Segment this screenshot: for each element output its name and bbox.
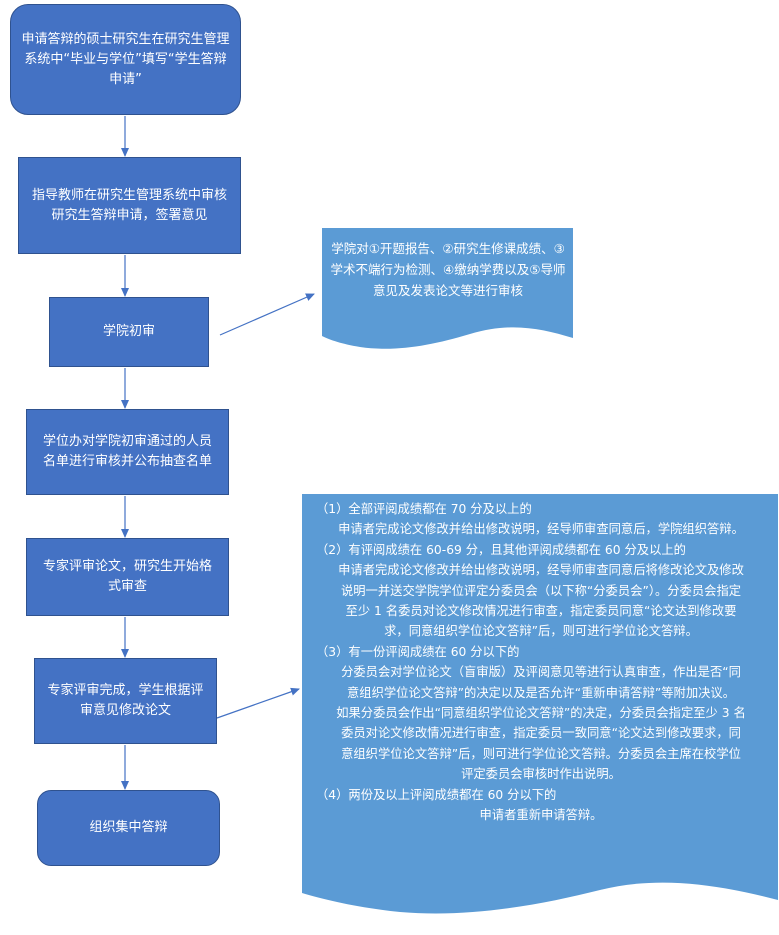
arrow-college-to-note [219,293,315,336]
degree-office-label: 学位办对学院初审通过的人员名单进行审核并公布抽查名单 [42,434,212,469]
college-review-node: 学院初审 [49,297,209,367]
rule-1-text: 申请者完成论文修改并给出修改说明，经导师审查同意后，学院组织答辩。 [338,522,744,537]
expert-review-label: 专家评审论文，研究生开始格式审查 [42,559,212,594]
arrow-revise-to-rules [216,687,300,719]
rule-2-heading: （2）有评阅成绩在 60-69 分，且其他评阅成绩都在 60 分及以上的 [316,542,686,557]
rule-3-text-5: 意组织学位论文答辩”后，则可进行学位论文答辩。分委员会主席在校学位 [341,746,741,761]
degree-office-node: 学位办对学院初审通过的人员名单进行审核并公布抽查名单 [26,409,229,495]
rule-3-text-3: 如果分委员会作出“同意组织学位论文答辩”的决定，分委员会指定至少 3 名 [336,706,746,721]
note-college-text: 学院对①开题报告、②研究生修课成绩、③学术不端行为检测、④缴纳学费以及⑤导师意见… [330,241,566,298]
expert-review-node: 专家评审论文，研究生开始格式审查 [26,538,229,616]
start-node: 申请答辩的硕士研究生在研究生管理系统中“毕业与学位”填写“学生答辩申请” [10,4,241,115]
note-rules-shape [302,494,778,914]
note-rules: （1）全部评阅成绩都在 70 分及以上的 申请者完成论文修改并给出修改说明，经导… [306,499,776,826]
rule-1-heading: （1）全部评阅成绩都在 70 分及以上的 [316,502,532,516]
advisor-review-label: 指导教师在研究生管理系统中审核研究生答辩申请，签署意见 [31,187,227,223]
rule-2-text-1: 申请者完成论文修改并给出修改说明，经导师审查同意后将修改论文及修改 [338,563,744,578]
end-label: 组织集中答辩 [89,820,168,835]
college-review-label: 学院初审 [102,324,155,339]
advisor-review-node: 指导教师在研究生管理系统中审核研究生答辩申请，签署意见 [18,157,241,254]
rule-3-text-1: 分委员会对学位论文（盲审版）及评阅意见等进行认真审查，作出是否“同 [341,665,741,680]
rule-2-text-2: 说明一并送交学院学位评定分委员会（以下称“分委员会”）。分委员会指定 [340,583,742,598]
rule-2-text-4: 求，同意组织学位论文答辩”后，则可进行学位论文答辩。 [384,624,698,639]
start-node-label: 申请答辩的硕士研究生在研究生管理系统中“毕业与学位”填写“学生答辩申请” [21,31,230,87]
note-college-shape [322,228,573,349]
rule-3-text-6: 评定委员会审核时作出说明。 [461,767,621,782]
revise-node: 专家评审完成，学生根据评审意见修改论文 [34,658,217,744]
revise-label: 专家评审完成，学生根据评审意见修改论文 [47,683,204,718]
rule-3-heading: （3）有一份评阅成绩在 60 分以下的 [316,644,520,659]
rule-3-text-2: 意组织学位论文答辩”的决定以及是否允许“重新申请答辩”等附加决议。 [346,685,736,700]
rule-2-text-3: 至少 1 名委员对论文修改情况进行审查，指定委员同意“论文达到修改要 [345,604,737,619]
rule-4-heading: （4）两份及以上评阅成绩都在 60 分以下的 [316,787,557,802]
rule-4-text: 申请者重新申请答辩。 [479,808,603,823]
note-college: 学院对①开题报告、②研究生修课成绩、③学术不端行为检测、④缴纳学费以及⑤导师意见… [330,238,566,301]
rule-3-text-4: 委员对论文修改情况进行审查，指定委员一致同意“论文达到修改要求，同 [341,726,741,741]
end-node: 组织集中答辩 [37,790,220,866]
